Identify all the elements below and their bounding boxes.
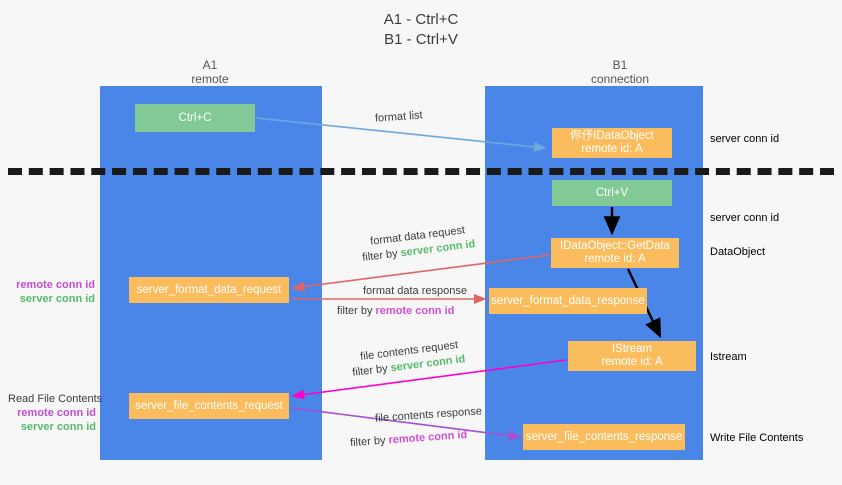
node-istream[interactable]: IStream remote id: A bbox=[568, 341, 696, 371]
node-get-data[interactable]: IDataObject::GetData remote id: A bbox=[551, 238, 679, 268]
label-file-contents-response-filter-prefix: filter by bbox=[349, 434, 389, 450]
label-format-data-response-filter-prefix: filter by bbox=[337, 305, 376, 317]
wire-format-list bbox=[255, 117, 547, 152]
node-server-file-contents-response[interactable]: server_file_contents_response bbox=[523, 424, 685, 450]
annotation-read-file-contents: Read File Contents remote conn id server… bbox=[8, 392, 103, 434]
lane-header-b1-sub: connection bbox=[590, 72, 650, 86]
node-data-object[interactable]: 侭伃IDataObject remote id: A bbox=[552, 128, 672, 158]
annotation-conn-ids-format-remote: remote conn id bbox=[16, 279, 95, 291]
node-server-format-data-request-label: server_format_data_request bbox=[136, 283, 282, 296]
lane-header-a1-name: A1 bbox=[202, 58, 218, 72]
annotation-read-file-contents-heading: Read File Contents bbox=[8, 393, 103, 405]
annotation-read-file-contents-server: server conn id bbox=[20, 421, 96, 433]
annotation-conn-ids-format: remote conn id server conn id bbox=[10, 278, 95, 306]
node-istream-label: IStream bbox=[611, 343, 653, 355]
node-server-format-data-request[interactable]: server_format_data_request bbox=[129, 277, 289, 303]
node-server-format-data-response-label: server_format_data_response bbox=[491, 294, 645, 307]
node-data-object-remote-id: remote id: A bbox=[581, 143, 643, 155]
page-title: A1 - Ctrl+C B1 - Ctrl+V bbox=[0, 10, 842, 50]
annotation-istream: Istream bbox=[710, 351, 747, 363]
label-file-contents-request-filter-prefix: filter by bbox=[351, 362, 392, 379]
wire-file-contents-response bbox=[291, 407, 522, 441]
annotation-conn-ids-format-server: server conn id bbox=[19, 293, 95, 305]
label-format-data-request-filter-prefix: filter by bbox=[361, 247, 402, 264]
label-format-data-response: format data response bbox=[363, 285, 467, 297]
node-server-format-data-response[interactable]: server_format_data_response bbox=[489, 288, 647, 314]
node-server-file-contents-response-label: server_file_contents_response bbox=[525, 430, 683, 443]
annotation-data-object: DataObject bbox=[710, 246, 766, 258]
node-server-file-contents-request[interactable]: server_file_contents_request bbox=[129, 393, 289, 419]
lane-header-b1: B1 connection bbox=[530, 58, 710, 86]
wire-file-contents-request bbox=[291, 359, 567, 400]
annotation-write-file-contents: Write File Contents bbox=[710, 432, 804, 444]
phase-divider bbox=[8, 168, 834, 175]
node-ctrl-c[interactable]: Ctrl+C bbox=[135, 104, 255, 132]
lane-header-b1-name: B1 bbox=[612, 58, 628, 72]
node-ctrl-v-label: Ctrl+V bbox=[595, 186, 629, 199]
node-server-file-contents-request-label: server_file_contents_request bbox=[135, 399, 283, 412]
annotation-server-conn-id-mid: server conn id bbox=[710, 212, 780, 224]
label-format-data-response-filter-key: remote conn id bbox=[375, 305, 455, 317]
label-format-data-response-filter: filter by remote conn id bbox=[337, 304, 454, 319]
node-istream-remote-id: remote id: A bbox=[601, 356, 663, 368]
lane-header-a1: A1 remote bbox=[120, 58, 300, 86]
annotation-server-conn-id-top: server conn id bbox=[710, 133, 780, 145]
wire-format-data-request bbox=[291, 254, 550, 292]
node-ctrl-v[interactable]: Ctrl+V bbox=[552, 180, 672, 206]
node-get-data-remote-id: remote id: A bbox=[584, 253, 646, 265]
node-get-data-label: IDataObject::GetData bbox=[560, 240, 670, 252]
node-ctrl-c-label: Ctrl+C bbox=[178, 111, 212, 124]
title-line-1: A1 - Ctrl+C bbox=[383, 11, 459, 28]
node-data-object-label: 侭伃IDataObject bbox=[570, 130, 654, 142]
annotation-read-file-contents-remote: remote conn id bbox=[17, 407, 96, 419]
lane-header-a1-sub: remote bbox=[191, 72, 229, 86]
title-line-2: B1 - Ctrl+V bbox=[384, 31, 458, 48]
